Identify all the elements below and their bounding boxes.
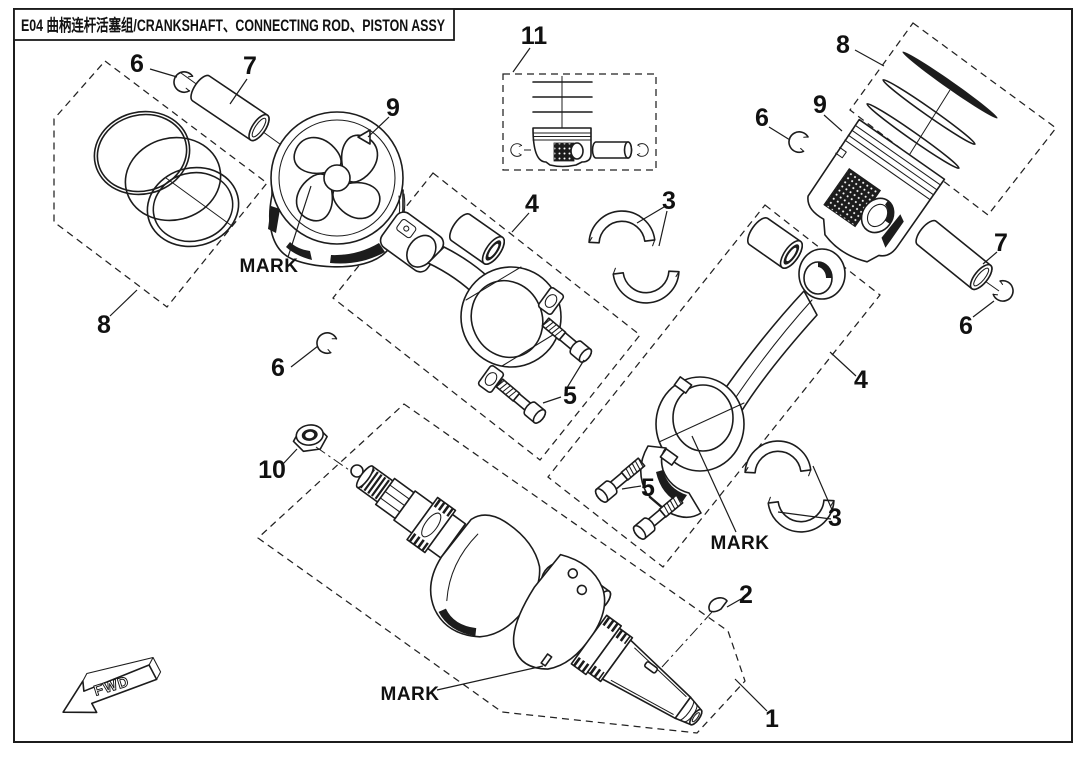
crankshaft-mark-spot [540,653,553,667]
callout-3-right: 3 [828,504,842,532]
callout-6-top-left: 6 [130,50,144,78]
piston-rings-left [93,110,240,248]
callout-5-left: 5 [563,382,577,410]
title-block: E04 曲柄连杆活塞组/CRANKSHAFT、CONNECTING ROD、PI… [13,8,455,41]
box-ring-set-left [53,60,268,308]
piston-left [268,111,406,268]
leader-lines [109,47,998,712]
callout-3-upper: 3 [662,187,676,215]
conrod-left-bushing [449,213,506,265]
box-conrod-left [332,172,641,461]
piston-arrow-mark-left [357,129,371,145]
piston-assembly-mini [510,76,649,168]
page-title: E04 曲柄连杆活塞组/CRANKSHAFT、CONNECTING ROD、PI… [21,15,445,35]
callout-4-right: 4 [854,366,868,394]
callout-9-right: 9 [813,91,827,119]
box-ring-set-right [849,22,1057,216]
callout-10: 10 [258,456,286,484]
callout-9-left: 9 [386,94,400,122]
callout-2: 2 [739,581,753,609]
callout-5-right: 5 [641,474,655,502]
fwd-direction-arrow: FWD [62,656,162,714]
mark-label-crankshaft: MARK [381,684,440,705]
woodruff-key [661,597,728,668]
callout-8-right: 8 [836,31,850,59]
crankshaft [355,465,703,726]
mark-label-conrod-right: MARK [711,533,770,554]
steel-ball [350,464,364,478]
piston-pin-mini [591,141,633,159]
piston-rings-right [866,51,998,170]
box-crankshaft [257,403,746,734]
conrod-right-bushing [747,217,804,269]
callout-7-right: 7 [994,229,1008,257]
callout-11: 11 [521,22,548,50]
piston-right [807,118,946,263]
mark-label-piston-left: MARK [240,256,299,277]
callout-6-right-lower: 6 [959,312,973,340]
crank-nut [292,424,328,453]
callout-7-left: 7 [243,52,257,80]
callout-4-left: 4 [525,190,539,218]
crankshaft-keyway [644,661,659,674]
callout-8-left: 8 [97,311,111,339]
callout-6-right-upper: 6 [755,104,769,132]
callout-6-mid-left: 6 [271,354,285,382]
conrod-right [592,217,846,542]
callout-1: 1 [765,705,779,733]
conrod-left [379,211,595,426]
box-piston-assembly [502,73,657,171]
